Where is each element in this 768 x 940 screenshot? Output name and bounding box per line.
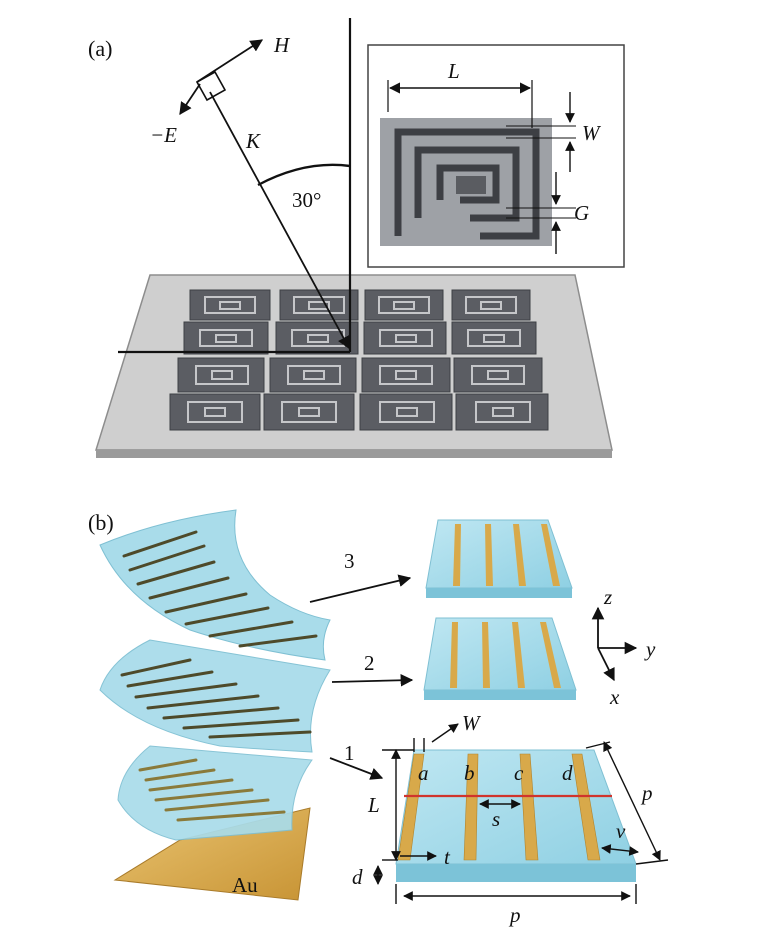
angle-arc <box>257 163 351 187</box>
layer-3-label: 3 <box>344 549 355 573</box>
right-angle-marker <box>195 70 227 102</box>
strip-d-label: d <box>562 761 573 785</box>
substrate-plate-edge <box>96 450 612 458</box>
dimension-lines <box>373 723 669 904</box>
srr-array-gaps <box>187 296 531 423</box>
arrow-layer-2 <box>331 673 414 687</box>
arrow-layer-1 <box>329 757 384 780</box>
h-label: H <box>273 33 291 57</box>
e-label: −E <box>150 123 177 147</box>
k-vector <box>209 91 350 350</box>
flat-layer-2 <box>423 617 577 700</box>
inset-w-label: W <box>582 121 602 145</box>
layer-1-label: 1 <box>344 741 355 765</box>
panel-b: (b) Au 3 2 1 <box>88 509 669 927</box>
strip-a-label: a <box>418 761 429 785</box>
dim-v-label: v <box>616 819 626 843</box>
curved-layer-3-strips <box>122 530 318 648</box>
axis-x-label: x <box>609 685 620 709</box>
panel-b-label: (b) <box>88 510 114 535</box>
flat-layer-3 <box>425 519 573 598</box>
strip-c-label: c <box>514 761 524 785</box>
inset-g-label: G <box>574 201 589 225</box>
panel-a: (a) <box>88 18 625 458</box>
dim-l-label: L <box>367 793 380 817</box>
strip-b-label: b <box>464 761 475 785</box>
inset-l-label: L <box>447 59 460 83</box>
curved-layer-2 <box>99 639 331 753</box>
axis-z-label: z <box>603 585 612 609</box>
k-label: K <box>245 129 261 153</box>
coordinate-axes <box>591 606 638 682</box>
dim-t-label: t <box>444 845 451 869</box>
sem-inset <box>367 44 625 268</box>
au-label: Au <box>232 873 258 897</box>
e-vector <box>179 83 201 116</box>
curved-layer-2-strips <box>120 658 312 739</box>
angle-label: 30° <box>292 188 321 212</box>
curved-layer-1-strips <box>138 758 286 822</box>
arrow-layer-3 <box>309 574 412 603</box>
h-vector <box>196 39 264 83</box>
dim-w-label: W <box>462 711 482 735</box>
dim-d-thick-label: d <box>352 865 363 889</box>
curved-layer-3 <box>99 509 331 661</box>
dim-s-label: s <box>492 807 500 831</box>
panel-a-label: (a) <box>88 36 112 61</box>
layer-2-label: 2 <box>364 651 375 675</box>
dim-p-bottom-label: p <box>508 903 521 927</box>
axis-y-label: y <box>644 637 656 661</box>
dim-p-side-label: p <box>640 781 653 805</box>
